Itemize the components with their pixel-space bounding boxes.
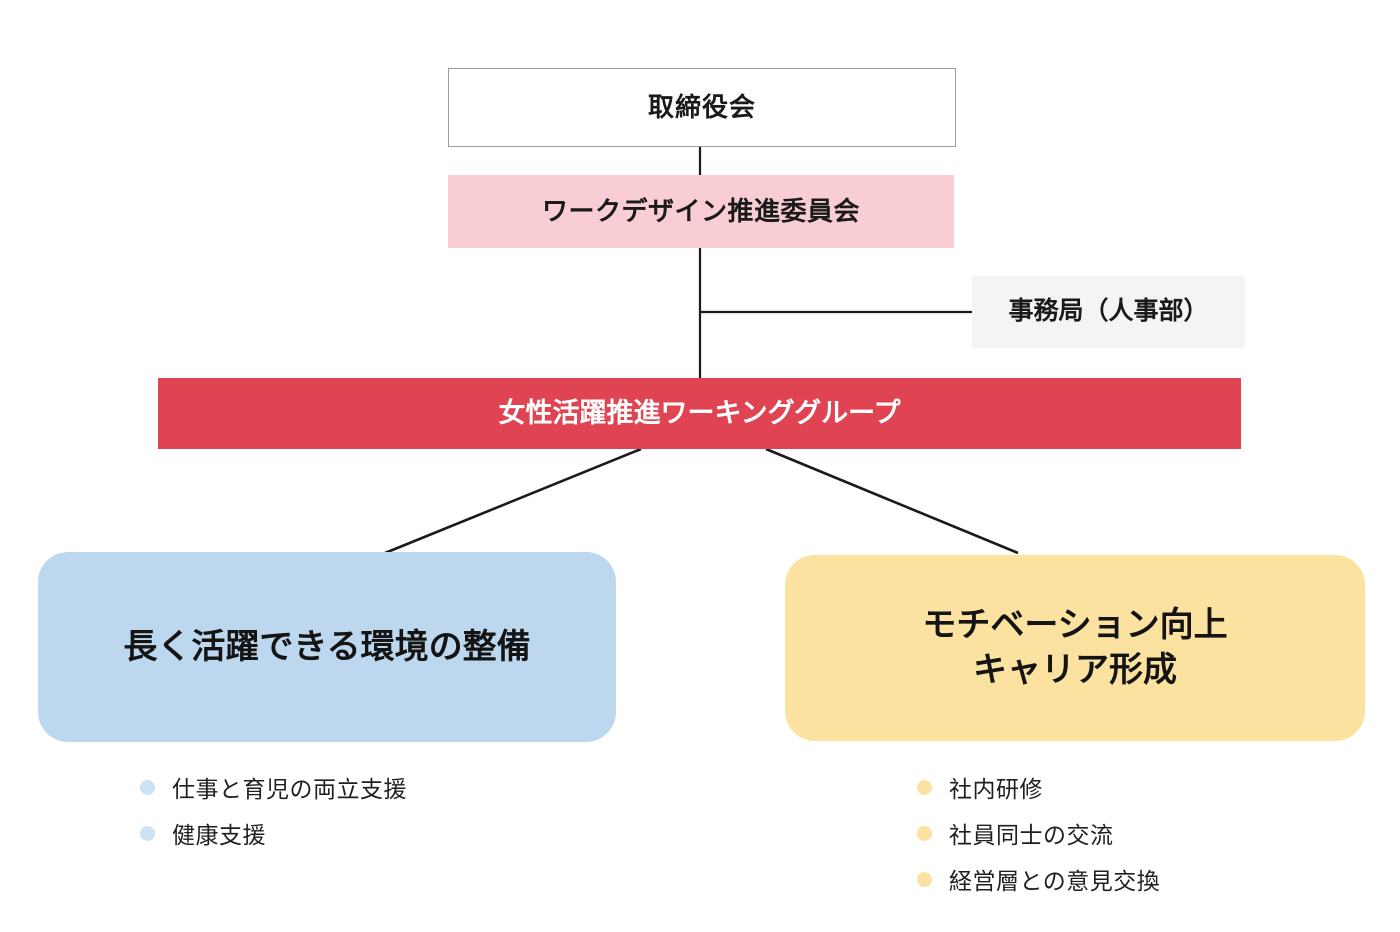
node-secretariat-hr: 事務局（人事部）: [972, 276, 1245, 348]
theme-motivation-label-line2: キャリア形成: [972, 651, 1177, 689]
list-item: 経営層との意見交換: [917, 862, 1160, 896]
theme-environment-label: 長く活躍できる環境の整備: [123, 627, 531, 666]
list-item-label: 経営層との意見交換: [949, 868, 1161, 894]
bullet-list-environment: 仕事と育児の両立支援 健康支援: [140, 770, 407, 862]
bullet-dot-icon: [917, 871, 932, 887]
list-item-label: 仕事と育児の両立支援: [172, 776, 407, 802]
bullet-dot-icon: [140, 779, 155, 795]
connector-wg-to-motivation: [765, 447, 1019, 555]
node-board-label: 取締役会: [647, 92, 756, 123]
node-working-group-label: 女性活躍推進ワーキンググループ: [498, 397, 901, 428]
bullet-dot-icon: [917, 825, 932, 841]
theme-motivation-label-line1: モチベーション向上: [922, 606, 1228, 645]
list-item-label: 社員同士の交流: [949, 822, 1114, 848]
bullet-list-motivation: 社内研修 社員同士の交流 経営層との意見交換: [917, 770, 1160, 908]
node-committee-label: ワークデザイン推進委員会: [541, 196, 860, 227]
theme-box-environment: 長く活躍できる環境の整備: [38, 552, 616, 742]
node-secretariat-label: 事務局（人事部）: [1008, 297, 1209, 326]
theme-box-motivation: モチベーション向上 キャリア形成: [785, 555, 1365, 741]
list-item: 社内研修: [917, 770, 1160, 804]
bullet-dot-icon: [917, 779, 932, 795]
connector-wg-to-environment: [384, 447, 642, 555]
list-item-label: 社内研修: [949, 776, 1043, 802]
list-item: 健康支援: [140, 816, 407, 850]
node-board-of-directors: 取締役会: [448, 68, 956, 147]
node-work-design-committee: ワークデザイン推進委員会: [448, 175, 954, 248]
bullet-dot-icon: [140, 825, 155, 841]
node-womens-advancement-working-group: 女性活躍推進ワーキンググループ: [158, 378, 1241, 449]
list-item: 仕事と育児の両立支援: [140, 770, 407, 804]
theme-motivation-label: モチベーション向上 キャリア形成: [922, 603, 1227, 693]
list-item: 社員同士の交流: [917, 816, 1160, 850]
list-item-label: 健康支援: [172, 822, 266, 848]
